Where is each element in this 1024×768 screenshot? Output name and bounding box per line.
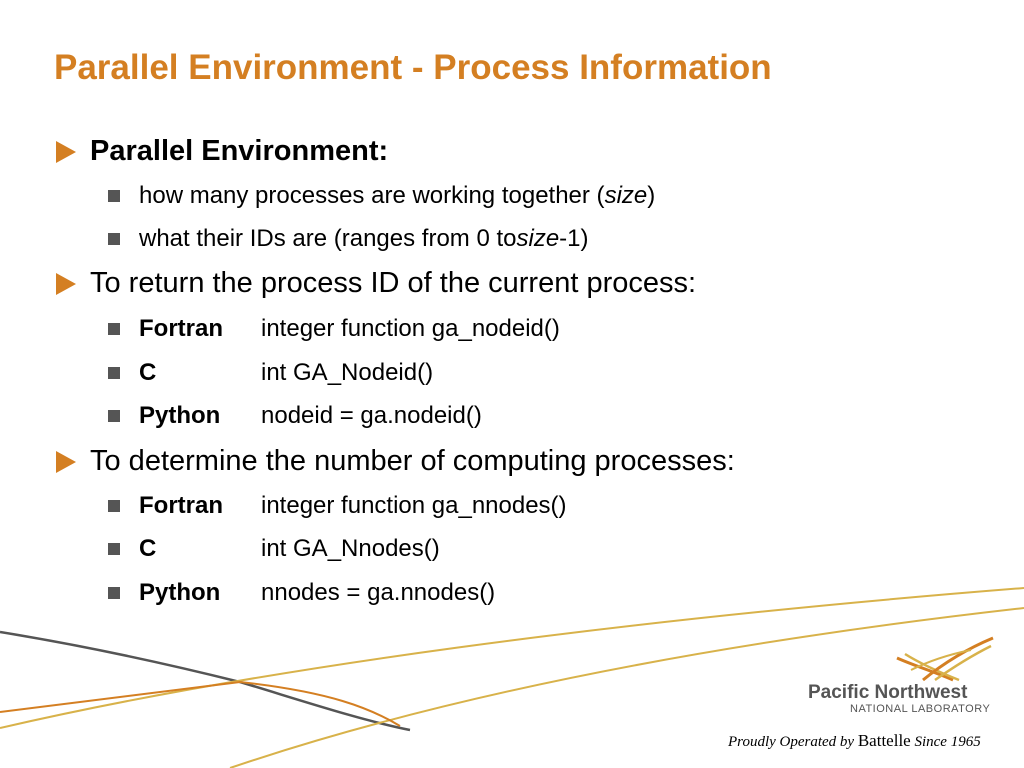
language-label: Python: [139, 579, 221, 606]
code-text: integer function ga_nodeid(): [261, 315, 560, 342]
gold-swoosh-line-2: [229, 607, 1024, 768]
language-label: C: [139, 535, 157, 562]
square-bullet-icon: [108, 367, 120, 379]
bullet-level1-parallel-environment: Parallel Environment:: [56, 135, 388, 168]
square-bullet-icon: [108, 500, 120, 512]
bullet-level2-fortran-nodeid: Fortran integer function ga_nodeid(): [108, 315, 560, 343]
bullet-level1-return-process-id: To return the process ID of the current …: [56, 267, 696, 300]
code-text: integer function ga_nnodes(): [261, 492, 567, 519]
tagline-part1: Proudly Operated by: [728, 734, 858, 750]
square-bullet-icon: [108, 233, 120, 245]
code-text: int GA_Nnodes(): [261, 535, 440, 562]
bullet-level2-size: how many processes are working together …: [108, 182, 655, 210]
bullet-text-before: how many processes are working together …: [139, 182, 605, 209]
code-text: nodeid = ga.nodeid(): [261, 402, 482, 429]
square-bullet-icon: [108, 587, 120, 599]
orange-swoosh-line: [0, 680, 401, 727]
bullet-text-after: -1): [559, 225, 589, 252]
bullet-level1-number-of-processes: To determine the number of computing pro…: [56, 445, 735, 478]
triangle-bullet-icon: [56, 140, 76, 163]
footer-tagline: Proudly Operated by Battelle Since 1965: [728, 731, 981, 751]
bullet-text-italic: size: [516, 225, 560, 252]
bullet-level2-ids: what their IDs are (ranges from 0 to siz…: [108, 225, 589, 253]
organization-name: Pacific Northwest: [808, 682, 968, 703]
code-text: int GA_Nodeid(): [261, 359, 434, 386]
bullet-text-before: what their IDs are (ranges from 0 to: [139, 225, 517, 252]
square-bullet-icon: [108, 190, 120, 202]
code-text: nnodes = ga.nnodes(): [261, 579, 496, 606]
gold-swoosh-line-1: [0, 587, 1024, 729]
language-label: Fortran: [139, 315, 223, 342]
bullet-heading: To determine the number of computing pro…: [90, 445, 735, 477]
square-bullet-icon: [108, 323, 120, 335]
bullet-level2-python-nnodes: Python nnodes = ga.nnodes(): [108, 579, 495, 607]
organization-subtitle: NATIONAL LABORATORY: [850, 703, 991, 715]
bullet-level2-c-nnodes: C int GA_Nnodes(): [108, 535, 440, 563]
slide-title: Parallel Environment - Process Informati…: [54, 48, 772, 87]
bullet-level2-python-nodeid: Python nodeid = ga.nodeid(): [108, 402, 482, 430]
triangle-bullet-icon: [56, 272, 76, 295]
tagline-part2: Since 1965: [910, 734, 981, 750]
pnnl-logo-mark-icon: [896, 636, 994, 682]
bullet-heading: Parallel Environment:: [90, 135, 389, 167]
language-label: C: [139, 359, 157, 386]
bullet-heading: To return the process ID of the current …: [90, 267, 697, 299]
bullet-text-italic: size: [604, 182, 648, 209]
square-bullet-icon: [108, 410, 120, 422]
square-bullet-icon: [108, 543, 120, 555]
triangle-bullet-icon: [56, 450, 76, 473]
bullet-level2-fortran-nnodes: Fortran integer function ga_nnodes(): [108, 492, 567, 520]
bullet-level2-c-nodeid: C int GA_Nodeid(): [108, 359, 433, 387]
language-label: Python: [139, 402, 221, 429]
tagline-brand: Battelle: [857, 731, 911, 750]
bullet-text-after: ): [647, 182, 656, 209]
language-label: Fortran: [139, 492, 223, 519]
